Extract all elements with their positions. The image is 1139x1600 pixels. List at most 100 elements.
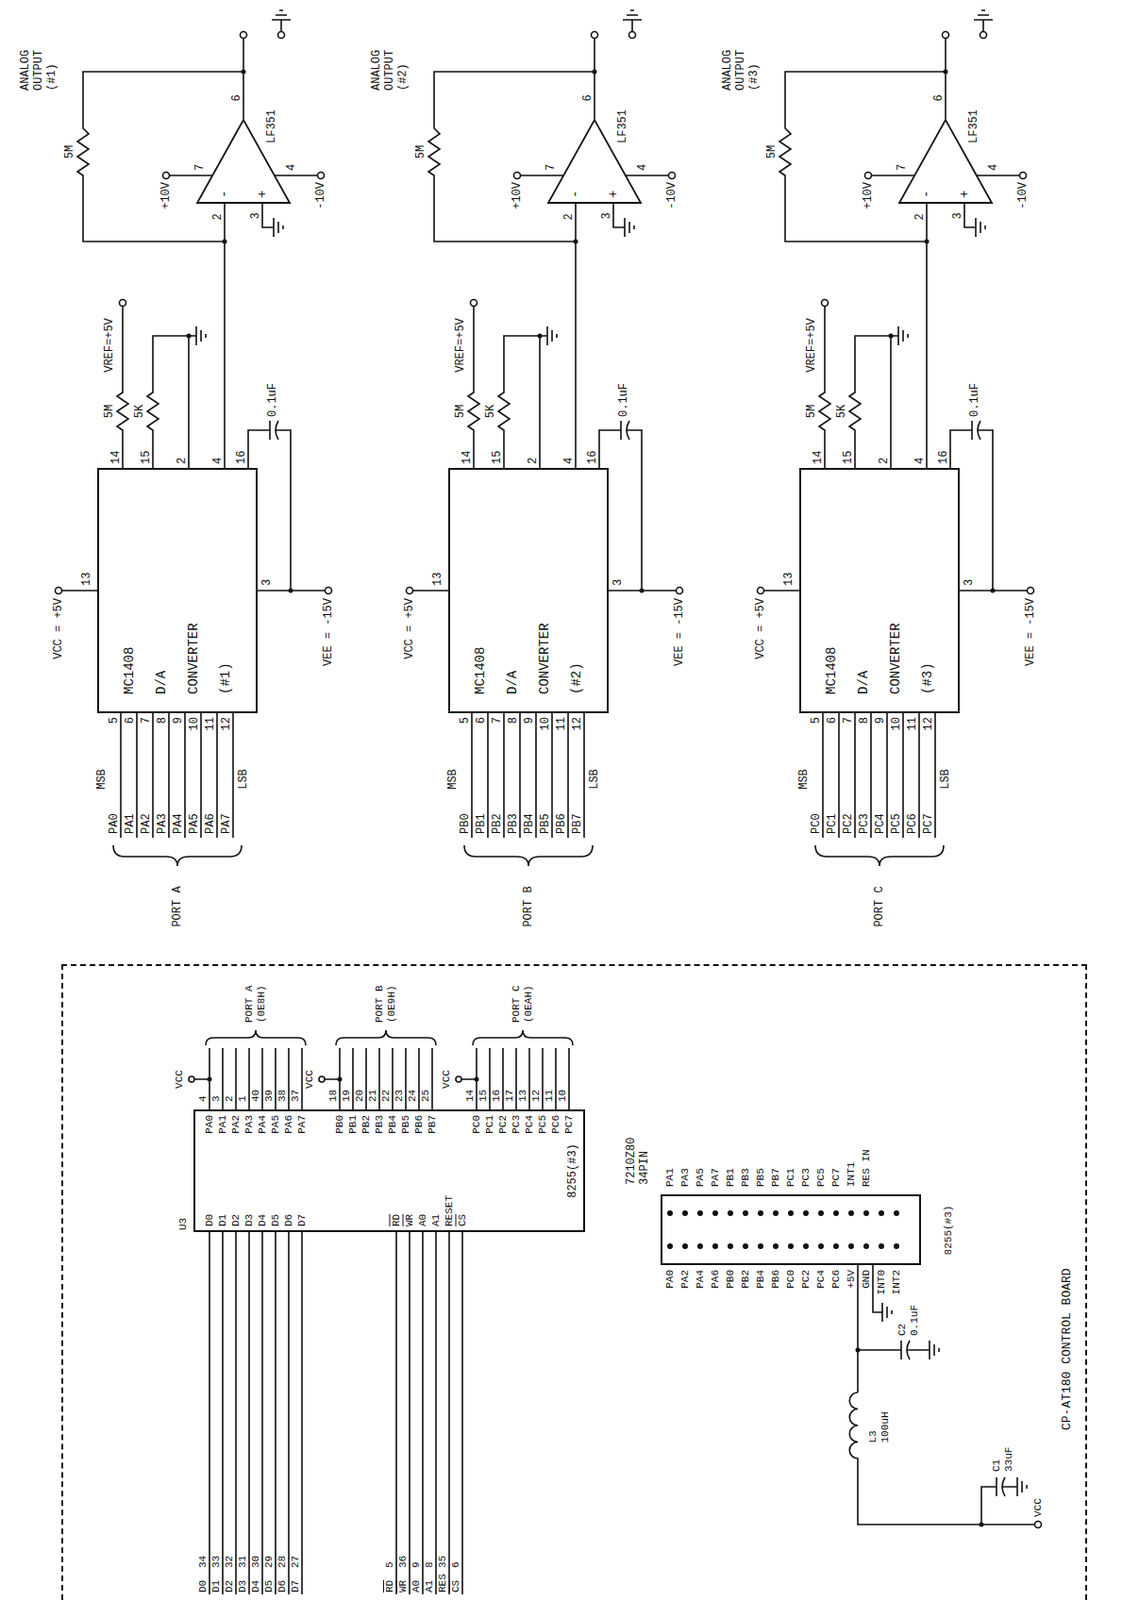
pin-number: 1	[237, 1095, 249, 1103]
connector-group	[224, 203, 927, 469]
signal-name: PB2	[491, 813, 503, 835]
output-label: ANALOG OUTPUT (#1)	[18, 45, 59, 91]
pin-number: 5	[810, 717, 822, 724]
supply-label: VCC	[174, 1070, 185, 1089]
pin-number: 3	[601, 212, 613, 219]
pin-name: PC7	[564, 1115, 575, 1135]
signal-name: A0	[411, 1580, 422, 1593]
header-pin-name: PB6	[770, 1270, 782, 1290]
junction-dot	[337, 1077, 343, 1083]
header-pin-name: PB4	[755, 1270, 767, 1290]
component-value: C2 0.1uF	[896, 1301, 922, 1337]
pin-number: 15	[478, 1089, 489, 1103]
supply-label: VCC = +5V	[52, 598, 65, 660]
pin-number: 15	[491, 451, 503, 465]
component-value: 5K	[836, 404, 848, 419]
pin-number: 2	[563, 213, 575, 220]
opamp-symbol: -+LF351	[547, 118, 642, 204]
signal-name: D1	[211, 1580, 222, 1593]
component-value: L3 100uH	[867, 1408, 892, 1444]
signal-name: D4	[251, 1580, 262, 1593]
junction-dots	[207, 1077, 985, 1528]
header-pin-name: INT1	[846, 1162, 857, 1188]
terminal	[318, 1076, 325, 1083]
supply-label: VREF=+5V	[103, 318, 116, 373]
pin-number: 22	[381, 1089, 392, 1103]
pin-number: 34	[198, 1556, 209, 1569]
supply-label: -10V	[1017, 182, 1029, 210]
pin-name: PB5	[401, 1115, 412, 1135]
port-label: PORT B	[522, 886, 535, 927]
header-pin-name: PA1	[665, 1168, 676, 1188]
pin-name: PA1	[217, 1115, 229, 1135]
pin-name: A0	[418, 1214, 429, 1227]
header-pin-name: INT0	[876, 1270, 888, 1295]
pin-number: 16	[491, 1089, 503, 1103]
pin-name: D3	[244, 1214, 255, 1227]
supply-label: -10V	[666, 182, 678, 210]
pin-number: 30	[251, 1556, 262, 1569]
pin-number: 13	[81, 572, 93, 587]
signal-name: RD	[385, 1580, 396, 1593]
header-pin-name: +5V	[846, 1270, 857, 1290]
pin-number: 7	[194, 164, 206, 171]
signal-name: PB3	[507, 813, 520, 835]
pin-number: 10	[557, 1089, 569, 1103]
header-pin-name: PC5	[816, 1168, 827, 1188]
signal-name: PC4	[874, 813, 887, 835]
signal-name: PA2	[140, 813, 152, 835]
pin-number: 12	[220, 717, 233, 731]
node-text: LF351	[968, 109, 980, 144]
pin-number: 16	[586, 451, 599, 465]
component-value: 5M	[454, 404, 467, 419]
pin-number: 2	[878, 457, 890, 465]
pin-name: PC0	[471, 1115, 483, 1135]
header-pin-name: PC3	[801, 1168, 812, 1188]
signal-name: PB4	[523, 813, 536, 835]
pin-number: 16	[235, 451, 248, 465]
pin-number: 6	[582, 94, 594, 101]
signal-name: PC0	[810, 813, 822, 835]
bit-label: LSB	[939, 769, 952, 790]
part-reference: 8255(#3)	[943, 1206, 955, 1257]
signal-wire	[574, 203, 577, 469]
bit-label: MSB	[447, 769, 459, 790]
pin-number: 10	[539, 717, 552, 731]
signal-name: PB0	[459, 813, 471, 835]
pin-number: 3	[963, 579, 975, 587]
pin-number: 4	[198, 1095, 209, 1103]
junction-dot	[855, 1348, 861, 1354]
junction-dot	[979, 1523, 985, 1528]
header-pins	[670, 1243, 912, 1250]
pin-name: CS	[457, 1214, 469, 1227]
port-label: PORT A (0E8H)	[243, 981, 268, 1023]
signal-name: D0	[198, 1580, 209, 1593]
pin-number: 9	[411, 1561, 422, 1569]
supply-label: VCC = +5V	[403, 598, 416, 660]
component-value: 5M	[415, 145, 427, 159]
header-pin-name: PA3	[680, 1168, 691, 1188]
pin-name: PA4	[257, 1115, 268, 1135]
pin-number: 4	[988, 164, 1000, 171]
pin-number: 2	[527, 457, 539, 465]
supply-label: VEE = -15V	[673, 598, 686, 667]
pin-name: D1	[217, 1214, 229, 1227]
pin-name: PA6	[284, 1115, 295, 1135]
pin-number: 5	[385, 1561, 396, 1569]
pin-number: 14	[461, 451, 473, 465]
pin-number: 17	[504, 1089, 516, 1103]
pin-number: 23	[394, 1089, 405, 1103]
pin-number: 18	[328, 1089, 339, 1103]
header-pin-name: PB1	[725, 1168, 737, 1188]
pin-name: A1	[431, 1214, 442, 1227]
pin-number: 7	[545, 164, 557, 171]
pin-number: 9	[523, 717, 536, 724]
pin-number: 37	[290, 1089, 302, 1103]
capacitor-symbol	[981, 1477, 1027, 1525]
pin-name: PA3	[244, 1115, 255, 1135]
signal-name: PB5	[539, 813, 552, 835]
capacitor-plate	[906, 1340, 910, 1360]
